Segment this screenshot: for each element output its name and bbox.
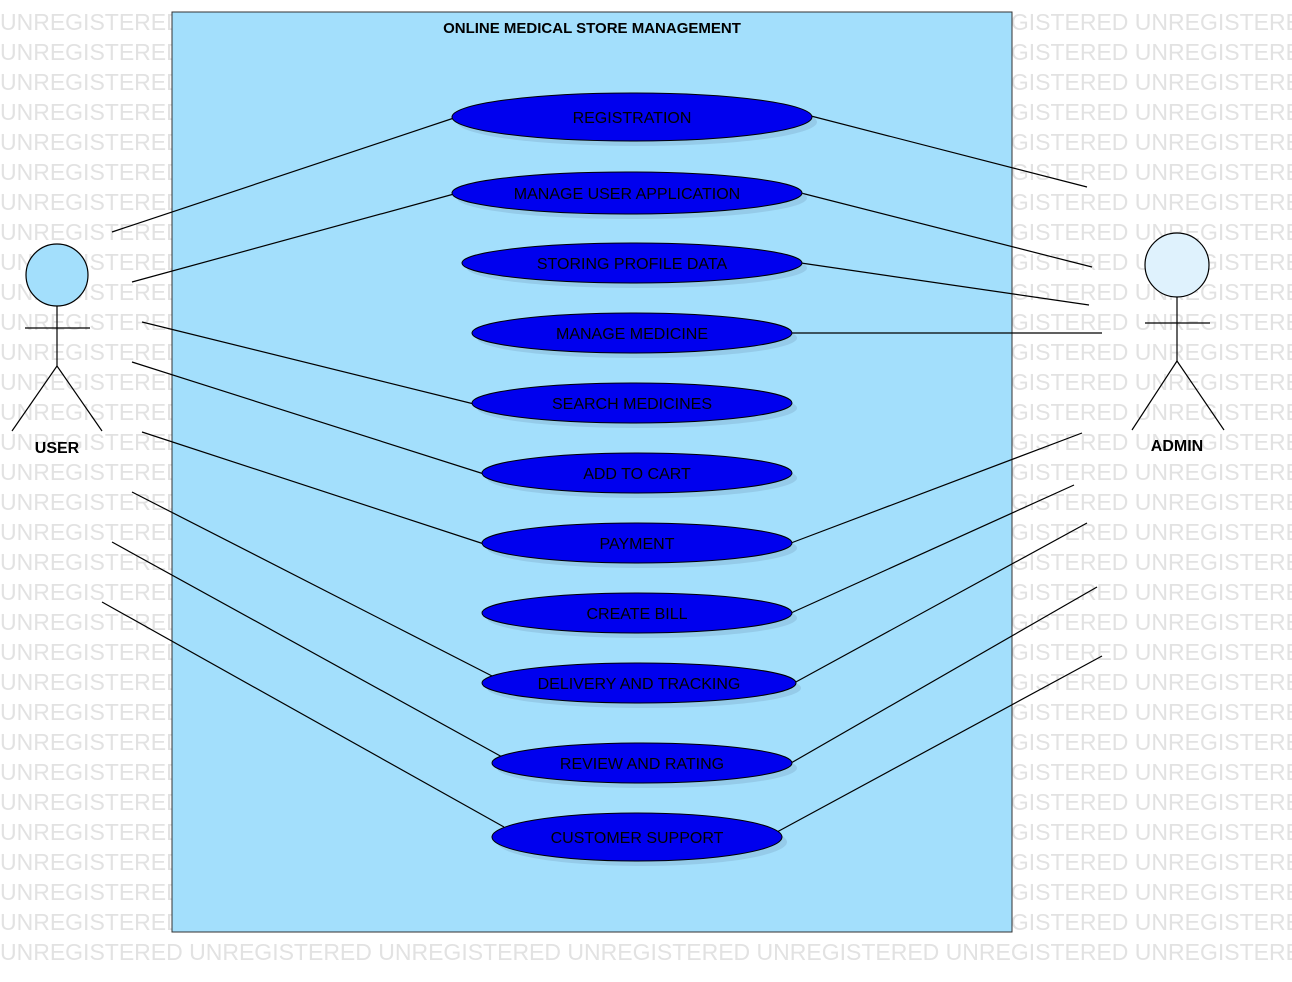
association-admin-create-bill — [790, 484, 1075, 614]
associations — [101, 115, 1103, 833]
actor-admin[interactable]: ADMIN — [1131, 232, 1225, 455]
actors: USER ADMIN — [11, 232, 1225, 457]
association-admin-manage-user-application — [800, 192, 1093, 268]
actor-right-leg — [56, 365, 103, 432]
use-case-storing-profile-data[interactable]: STORING PROFILE DATA — [461, 242, 807, 288]
use-case-ellipse — [471, 382, 793, 424]
use-case-create-bill[interactable]: CREATE BILL — [481, 592, 797, 638]
use-case-delivery-and-tracking[interactable]: DELIVERY AND TRACKING — [481, 662, 801, 708]
actor-left-leg — [1131, 360, 1178, 431]
use-case-label: MANAGE MEDICINE — [556, 326, 708, 343]
association-admin-customer-support — [776, 655, 1103, 833]
use-case-search-medicines[interactable]: SEARCH MEDICINES — [471, 382, 797, 428]
actor-head — [25, 243, 89, 307]
association-admin-review-and-rating — [790, 586, 1098, 764]
use-case-payment[interactable]: PAYMENT — [481, 522, 797, 568]
use-case-label: REGISTRATION — [573, 110, 692, 127]
use-case-review-and-rating[interactable]: REVIEW AND RATING — [491, 742, 797, 788]
use-case-label: CREATE BILL — [586, 606, 687, 623]
use-case-ellipse — [491, 812, 783, 862]
actor-right-leg — [1176, 360, 1225, 431]
actor-head — [1144, 232, 1210, 298]
association-user-review-and-rating — [111, 541, 505, 759]
use-case-ellipse — [481, 592, 793, 634]
use-case-customer-support[interactable]: CUSTOMER SUPPORT — [491, 812, 787, 866]
association-user-payment — [141, 431, 485, 545]
association-user-add-to-cart — [131, 361, 485, 475]
use-case-add-to-cart[interactable]: ADD TO CART — [481, 452, 797, 498]
use-case-label: PAYMENT — [600, 536, 675, 553]
actor-label: ADMIN — [1151, 438, 1203, 455]
use-case-ellipse — [471, 312, 793, 354]
use-case-ellipse — [491, 742, 793, 784]
use-case-ellipse — [451, 171, 803, 215]
use-case-label: DELIVERY AND TRACKING — [538, 676, 741, 693]
actor-user[interactable]: USER — [11, 243, 103, 457]
association-user-registration — [111, 117, 455, 233]
use-case-registration[interactable]: REGISTRATION — [451, 92, 817, 146]
system-title: ONLINE MEDICAL STORE MANAGEMENT — [443, 20, 741, 37]
use-case-label: ADD TO CART — [583, 466, 691, 483]
use-case-ellipse — [481, 452, 793, 494]
association-user-manage-user-application — [131, 193, 455, 283]
use-case-label: REVIEW AND RATING — [560, 756, 724, 773]
use-case-label: MANAGE USER APPLICATION — [514, 186, 740, 203]
association-user-delivery-and-tracking — [131, 491, 495, 678]
association-admin-registration — [810, 115, 1088, 188]
association-user-search-medicines — [141, 321, 475, 405]
association-admin-storing-profile-data — [800, 262, 1090, 306]
use-case-manage-user-application[interactable]: MANAGE USER APPLICATION — [451, 171, 807, 219]
association-admin-delivery-and-tracking — [793, 522, 1088, 684]
actor-left-leg — [11, 365, 58, 432]
association-admin-payment — [790, 432, 1083, 544]
association-user-customer-support — [101, 601, 505, 828]
actor-label: USER — [35, 440, 80, 457]
use-case-ellipse — [481, 522, 793, 564]
use-case-ellipse — [451, 92, 813, 142]
use-case-label: SEARCH MEDICINES — [552, 396, 712, 413]
use-case-manage-medicine[interactable]: MANAGE MEDICINE — [471, 312, 797, 358]
use-cases: REGISTRATION MANAGE USER APPLICATION STORI… — [451, 92, 817, 866]
use-case-ellipse — [481, 662, 797, 704]
use-case-ellipse — [461, 242, 803, 284]
use-case-label: CUSTOMER SUPPORT — [551, 830, 724, 847]
use-case-label: STORING PROFILE DATA — [537, 256, 728, 273]
